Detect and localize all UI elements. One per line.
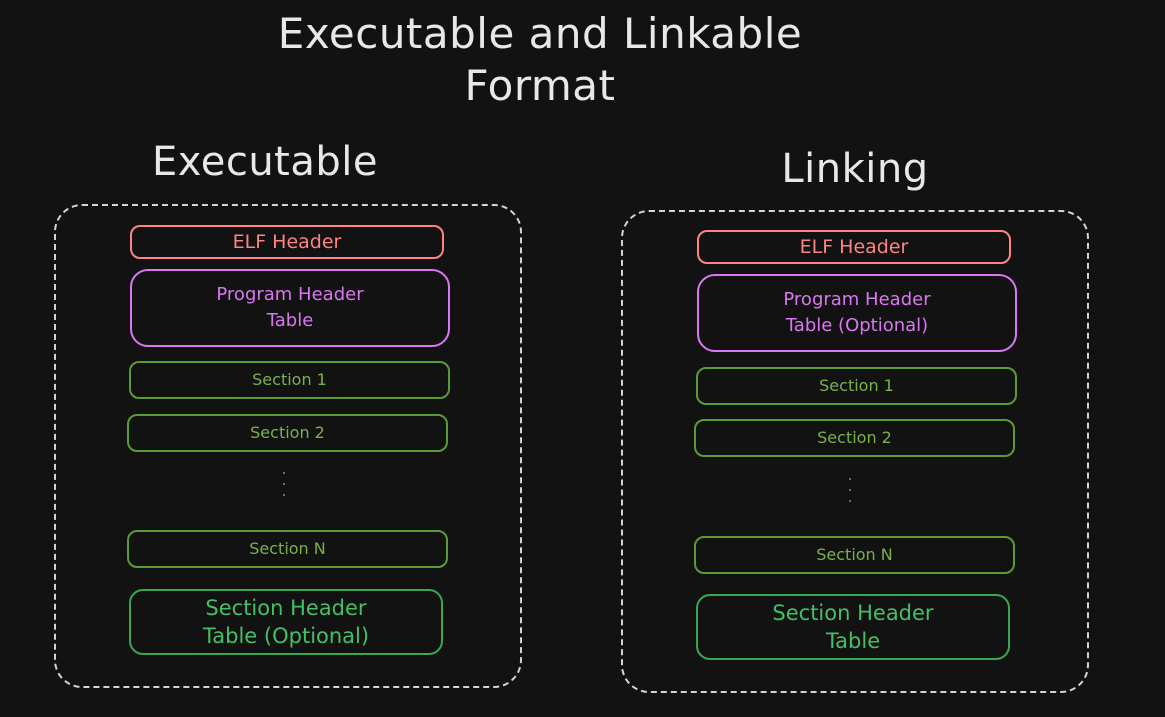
executable-section-2: Section 2 — [127, 414, 448, 452]
linking-heading: Linking — [781, 146, 929, 192]
executable-elf-header: ELF Header — [130, 225, 444, 259]
executable-ellipsis — [282, 472, 286, 505]
linking-program-header-table: Program Header Table (Optional) — [697, 274, 1017, 352]
linking-elf-header: ELF Header — [697, 230, 1011, 264]
executable-panel — [54, 204, 522, 688]
executable-program-header-table: Program Header Table — [130, 269, 450, 347]
linking-section-header-table: Section Header Table — [696, 594, 1010, 660]
executable-section-header-table: Section Header Table (Optional) — [129, 589, 443, 655]
executable-section-1: Section 1 — [129, 361, 450, 399]
linking-section-n: Section N — [694, 536, 1015, 574]
linking-ellipsis — [848, 478, 852, 511]
executable-heading: Executable — [152, 139, 378, 185]
linking-section-1: Section 1 — [696, 367, 1017, 405]
diagram-title: Executable and Linkable Format — [277, 9, 803, 110]
linking-section-2: Section 2 — [694, 419, 1015, 457]
linking-panel — [621, 210, 1089, 693]
executable-section-n: Section N — [127, 530, 448, 568]
